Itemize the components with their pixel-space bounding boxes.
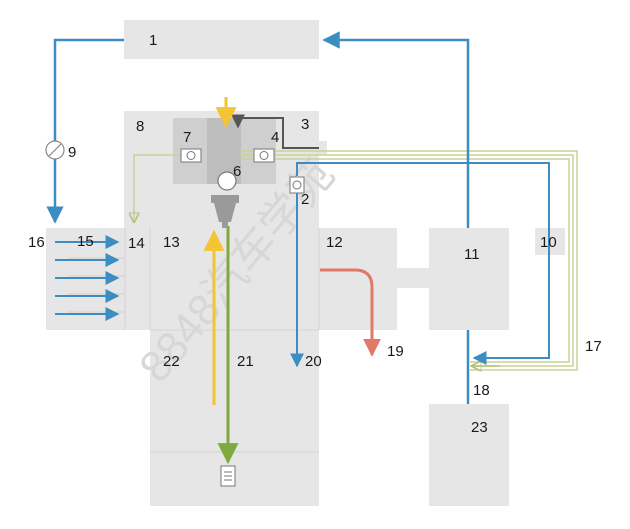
- filter-9-icon: [45, 140, 65, 160]
- label-14: 14: [128, 235, 145, 252]
- label-22: 22: [163, 353, 180, 370]
- valve-7-icon: [180, 148, 202, 163]
- label-6: 6: [233, 163, 241, 180]
- valve-4-icon: [253, 148, 275, 163]
- block-13: [150, 228, 319, 330]
- block-11: [429, 228, 509, 330]
- block-3-tab: [319, 141, 327, 155]
- label-3: 3: [301, 116, 309, 133]
- block-14: [125, 228, 150, 330]
- blue-line-1-to-16: [46, 38, 124, 224]
- block-coupling: [397, 268, 429, 288]
- label-21: 21: [237, 353, 254, 370]
- blue-line-11-to-1: [322, 31, 470, 228]
- red-arrow-19: [320, 268, 381, 357]
- label-10: 10: [540, 234, 557, 251]
- pale-pipe-14: [134, 154, 182, 222]
- blue-arrows-15: [55, 235, 120, 321]
- label-11: 11: [464, 246, 480, 263]
- label-17: 17: [585, 338, 602, 355]
- sensor-6-icon: [211, 171, 239, 228]
- label-23: 23: [471, 419, 488, 436]
- label-13: 13: [163, 234, 180, 251]
- valve-bottom-icon: [220, 465, 236, 487]
- pale-pipe-17: [240, 150, 578, 371]
- block-1: [124, 20, 319, 59]
- label-16: 16: [28, 234, 45, 251]
- block-12: [319, 228, 397, 330]
- pressure-switch-2-icon: [289, 176, 305, 194]
- label-18: 18: [473, 382, 490, 399]
- blue-line-10-loop: [296, 162, 550, 365]
- label-20: 20: [305, 353, 322, 370]
- label-7: 7: [183, 129, 191, 146]
- label-19: 19: [387, 343, 404, 360]
- block-23: [429, 404, 509, 506]
- label-2: 2: [301, 191, 309, 208]
- label-1: 1: [149, 32, 157, 49]
- label-15: 15: [77, 233, 94, 250]
- gray-line-3: [231, 114, 319, 149]
- label-9: 9: [68, 144, 76, 161]
- label-4: 4: [271, 129, 279, 146]
- label-8: 8: [136, 118, 144, 135]
- label-12: 12: [326, 234, 343, 251]
